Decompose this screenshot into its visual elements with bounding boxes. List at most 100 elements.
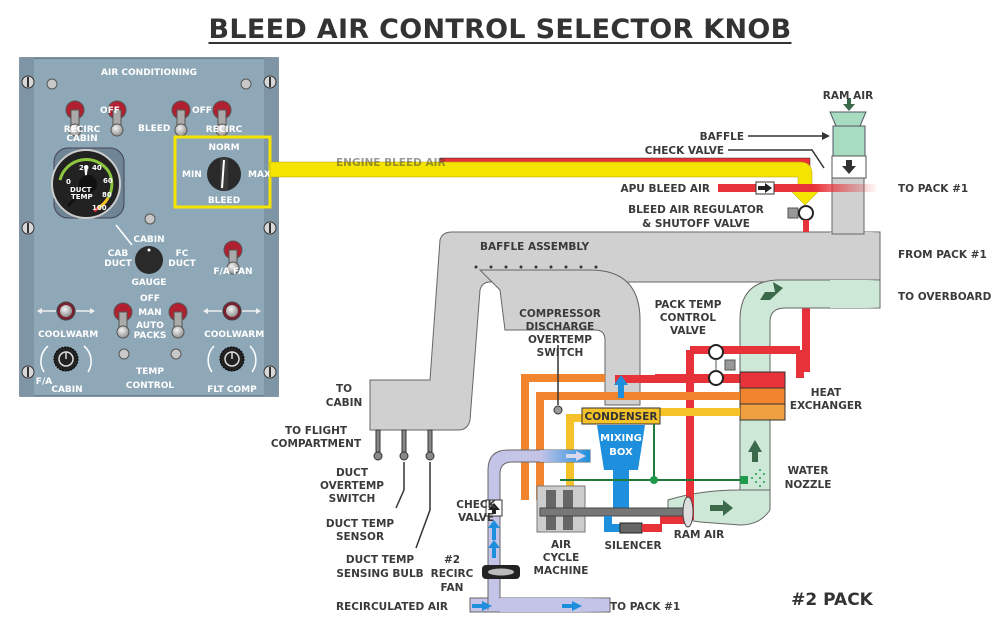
flt-comp-zone-label: FLT COMP bbox=[207, 385, 257, 395]
cabin-label: CABIN bbox=[66, 134, 97, 144]
acm-label-3: MACHINE bbox=[534, 565, 589, 577]
duct-temp-bulb-label-2: SENSING BULB bbox=[336, 568, 423, 580]
ram-air-top-label: RAM AIR bbox=[823, 90, 873, 102]
left-warm-label: WARM bbox=[66, 330, 98, 340]
bleed-valve-label-1: BLEED AIR REGULATOR bbox=[628, 204, 764, 216]
temp-trim-left[interactable] bbox=[37, 301, 95, 321]
to-overboard-label: TO OVERBOARD bbox=[898, 291, 992, 303]
phillips-screws bbox=[46, 78, 252, 360]
from-pack1-label: FROM PACK #1 bbox=[898, 249, 987, 261]
duct-overtemp-label-2: OVERTEMP bbox=[320, 480, 384, 492]
pack-temp-label-3: VALVE bbox=[670, 325, 706, 337]
selector-fc-duct-label: DUCT bbox=[168, 259, 196, 269]
selector-cab-duct-label: DUCT bbox=[104, 259, 132, 269]
toggle-bleed-left[interactable] bbox=[107, 100, 127, 137]
off-label-left: OFF bbox=[100, 106, 120, 116]
gauge-label-temp: TEMP bbox=[71, 193, 93, 201]
gauge-tick-40: 40 bbox=[92, 164, 102, 172]
recirc-fan[interactable] bbox=[482, 565, 520, 579]
pack-temp-bypass-line bbox=[655, 346, 804, 460]
temp-label: TEMP bbox=[136, 367, 164, 377]
water-nozzle-label-1: WATER bbox=[788, 465, 829, 477]
right-warm-label: WARM bbox=[232, 330, 264, 340]
gauge-tick-60: 60 bbox=[103, 177, 113, 185]
toggle-pack-left[interactable] bbox=[113, 302, 133, 339]
temp-knob-cabin[interactable] bbox=[40, 345, 92, 373]
condenser-label: CONDENSER bbox=[585, 411, 658, 423]
box-label: BOX bbox=[609, 447, 633, 458]
pack-name-label: #2 PACK bbox=[791, 590, 874, 610]
recirc-fan-label-1: #2 bbox=[444, 554, 460, 566]
temp-knob-flt-comp[interactable] bbox=[207, 345, 257, 373]
heat-exchanger bbox=[739, 371, 786, 421]
pack-temp-label-2: CONTROL bbox=[660, 312, 717, 324]
recirc-fan-label-2: RECIRC bbox=[431, 568, 474, 580]
selector-fc-label: FC bbox=[176, 249, 189, 259]
apu-arrow-icon bbox=[758, 183, 772, 193]
toggle-recirc-cabin[interactable] bbox=[65, 100, 85, 137]
duct-overtemp-label-1: DUCT bbox=[336, 467, 369, 479]
bleed-air-shutoff-valve[interactable] bbox=[787, 205, 814, 232]
acm-label-2: CYCLE bbox=[543, 552, 580, 564]
heat-exchanger-label-1: HEAT bbox=[811, 387, 842, 399]
ram-air-arrow-icon bbox=[843, 98, 855, 111]
duct-temp-gauge: 0 20 40 60 80 100 DUCT TEMP bbox=[51, 147, 125, 219]
duct-temp-sensor-label-1: DUCT TEMP bbox=[326, 518, 395, 530]
selector-cabin-label: CABIN bbox=[133, 235, 164, 245]
water-nozzle-label-2: NOZZLE bbox=[785, 479, 832, 491]
ram-air-bottom-label: RAM AIR bbox=[674, 529, 724, 541]
baffle-assembly-dots bbox=[474, 265, 598, 269]
apu-bleed-line bbox=[718, 184, 878, 192]
baffle-label: BAFFLE bbox=[700, 131, 744, 143]
toggle-fa-fan[interactable]: F/A FAN bbox=[213, 240, 253, 277]
knob-max-label: MAX bbox=[248, 170, 271, 180]
compressor-switch-label-3: OVERTEMP bbox=[528, 334, 592, 346]
check-valve-top-label: CHECK VALVE bbox=[645, 145, 724, 157]
silencer-label: SILENCER bbox=[604, 540, 661, 552]
hot-bleed-line bbox=[802, 282, 810, 372]
mixing-box-supply-duct bbox=[478, 269, 641, 406]
knob-norm-label: NORM bbox=[208, 143, 239, 153]
engine-bleed-air-label: ENGINE BLEED AIR bbox=[336, 157, 446, 169]
recirculated-air-label: RECIRCULATED AIR bbox=[336, 601, 448, 613]
bleed-valve-label-2: & SHUTOFF VALVE bbox=[642, 218, 750, 230]
compressor-switch-label-1: COMPRESSOR bbox=[519, 308, 601, 320]
control-label: CONTROL bbox=[126, 381, 175, 391]
to-flight-comp-label-2: COMPARTMENT bbox=[271, 438, 362, 450]
temp-trim-right[interactable] bbox=[203, 301, 261, 321]
pack-temp-control-valve[interactable] bbox=[708, 344, 736, 386]
to-cabin-label-1: TO bbox=[336, 383, 352, 395]
compressor-switch-label-2: DISCHARGE bbox=[526, 321, 595, 333]
apu-bleed-air-label: APU BLEED AIR bbox=[620, 183, 710, 195]
packs-man-label: MAN bbox=[138, 308, 161, 318]
gauge-tick-100: 100 bbox=[92, 204, 107, 212]
off-label-right: OFF bbox=[192, 106, 212, 116]
compressor-switch-label-4: SWITCH bbox=[537, 347, 584, 359]
recirc-label-left: RECIRC bbox=[64, 125, 101, 135]
duct-temp-bulb-label-1: DUCT TEMP bbox=[346, 554, 415, 566]
toggle-recirc-right[interactable] bbox=[212, 100, 232, 137]
packs-off-label: OFF bbox=[140, 294, 160, 304]
recirc-label-right: RECIRC bbox=[206, 125, 243, 135]
gauge-selector-knob[interactable]: CABIN CAB DUCT FC DUCT GAUGE bbox=[104, 224, 197, 288]
check-valve-left-label-2: VALVE bbox=[458, 512, 494, 524]
toggle-pack-right[interactable] bbox=[168, 302, 188, 339]
ram-flow-right-arrow-icon bbox=[710, 500, 733, 516]
panel-title: AIR CONDITIONING bbox=[101, 68, 197, 78]
condenser: CONDENSER bbox=[581, 407, 661, 425]
recirc-check-valve[interactable] bbox=[485, 499, 503, 517]
packs-label: PACKS bbox=[134, 331, 167, 341]
mixing-label: MIXING bbox=[600, 433, 642, 444]
bleed-label: BLEED bbox=[138, 124, 170, 134]
to-pack1-bottom-label: TO PACK #1 bbox=[610, 601, 680, 613]
ram-flow-up-arrow-icon bbox=[748, 440, 762, 462]
turbine-inlet-line bbox=[566, 408, 740, 490]
selector-cab-label: CAB bbox=[108, 249, 129, 259]
pack-temp-label-1: PACK TEMP bbox=[655, 299, 722, 311]
fa-zone-label: F/A bbox=[36, 377, 52, 387]
baffle-assembly-label: BAFFLE ASSEMBLY bbox=[480, 241, 589, 253]
duct-temp-sensor-label-2: SENSOR bbox=[336, 531, 384, 543]
acm-label-1: AIR bbox=[551, 539, 571, 551]
left-cool-label: COOL bbox=[38, 330, 66, 340]
gauge-label-duct: DUCT bbox=[70, 186, 92, 194]
